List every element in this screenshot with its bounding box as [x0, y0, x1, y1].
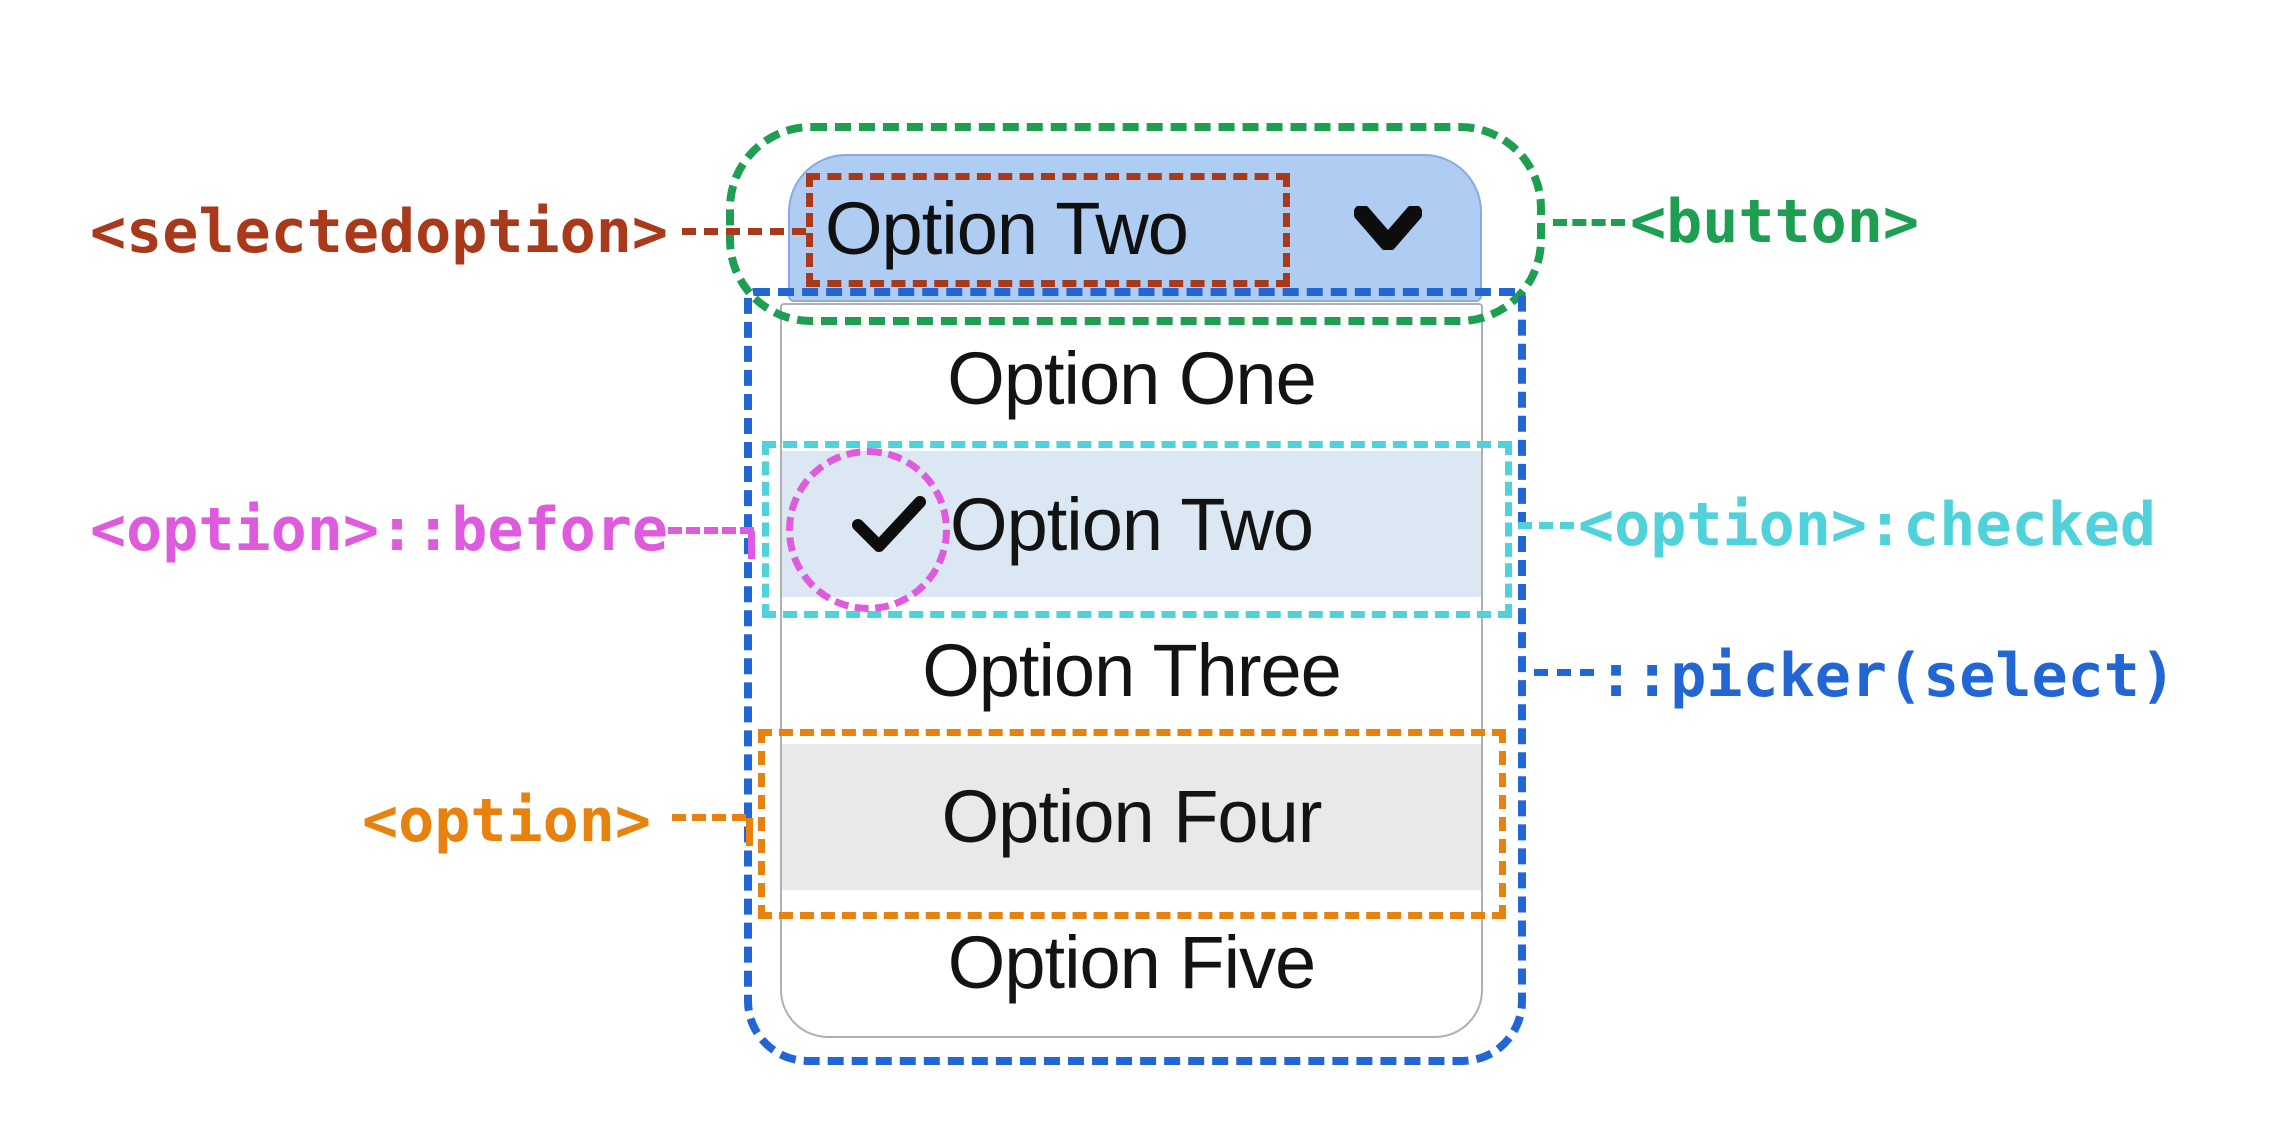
option-row-three[interactable]: Option Three [782, 597, 1481, 743]
option-before-label: <option>::before [90, 495, 668, 565]
select-picker-panel: Option One Option Two Option Three Optio… [780, 303, 1483, 1038]
option-label: Option Five [947, 921, 1316, 1005]
option-row-two-checked[interactable]: Option Two [782, 451, 1481, 598]
button-connector [1553, 219, 1625, 226]
option-before-connector [668, 527, 754, 534]
selectedoption-label: <selectedoption> [90, 197, 668, 267]
option-row-five[interactable]: Option Five [782, 890, 1481, 1036]
option-label-annotation: <option> [362, 786, 651, 856]
selected-option-text: Option Two [825, 186, 1189, 270]
button-label: <button> [1630, 187, 1919, 257]
picker-label: ::picker(select) [1598, 641, 2176, 711]
option-label: Option Four [941, 775, 1323, 859]
option-connector [672, 814, 746, 821]
option-label: Option Three [922, 629, 1342, 712]
select-button[interactable]: Option Two [788, 154, 1482, 302]
option-before-connector-tick [748, 531, 755, 559]
option-checked-label: <option>:checked [1578, 490, 2156, 560]
option-row-one[interactable]: Option One [782, 305, 1481, 451]
selectedoption-connector [682, 228, 806, 235]
picker-connector [1534, 669, 1594, 676]
option-connector-tick [746, 818, 753, 846]
option-row-four-highlighted[interactable]: Option Four [782, 743, 1481, 890]
option-label: Option Two [950, 482, 1314, 566]
option-checked-connector [1518, 522, 1574, 529]
chevron-down-icon [1354, 206, 1422, 250]
checkmark-icon [851, 496, 926, 553]
option-label: Option One [947, 336, 1316, 420]
